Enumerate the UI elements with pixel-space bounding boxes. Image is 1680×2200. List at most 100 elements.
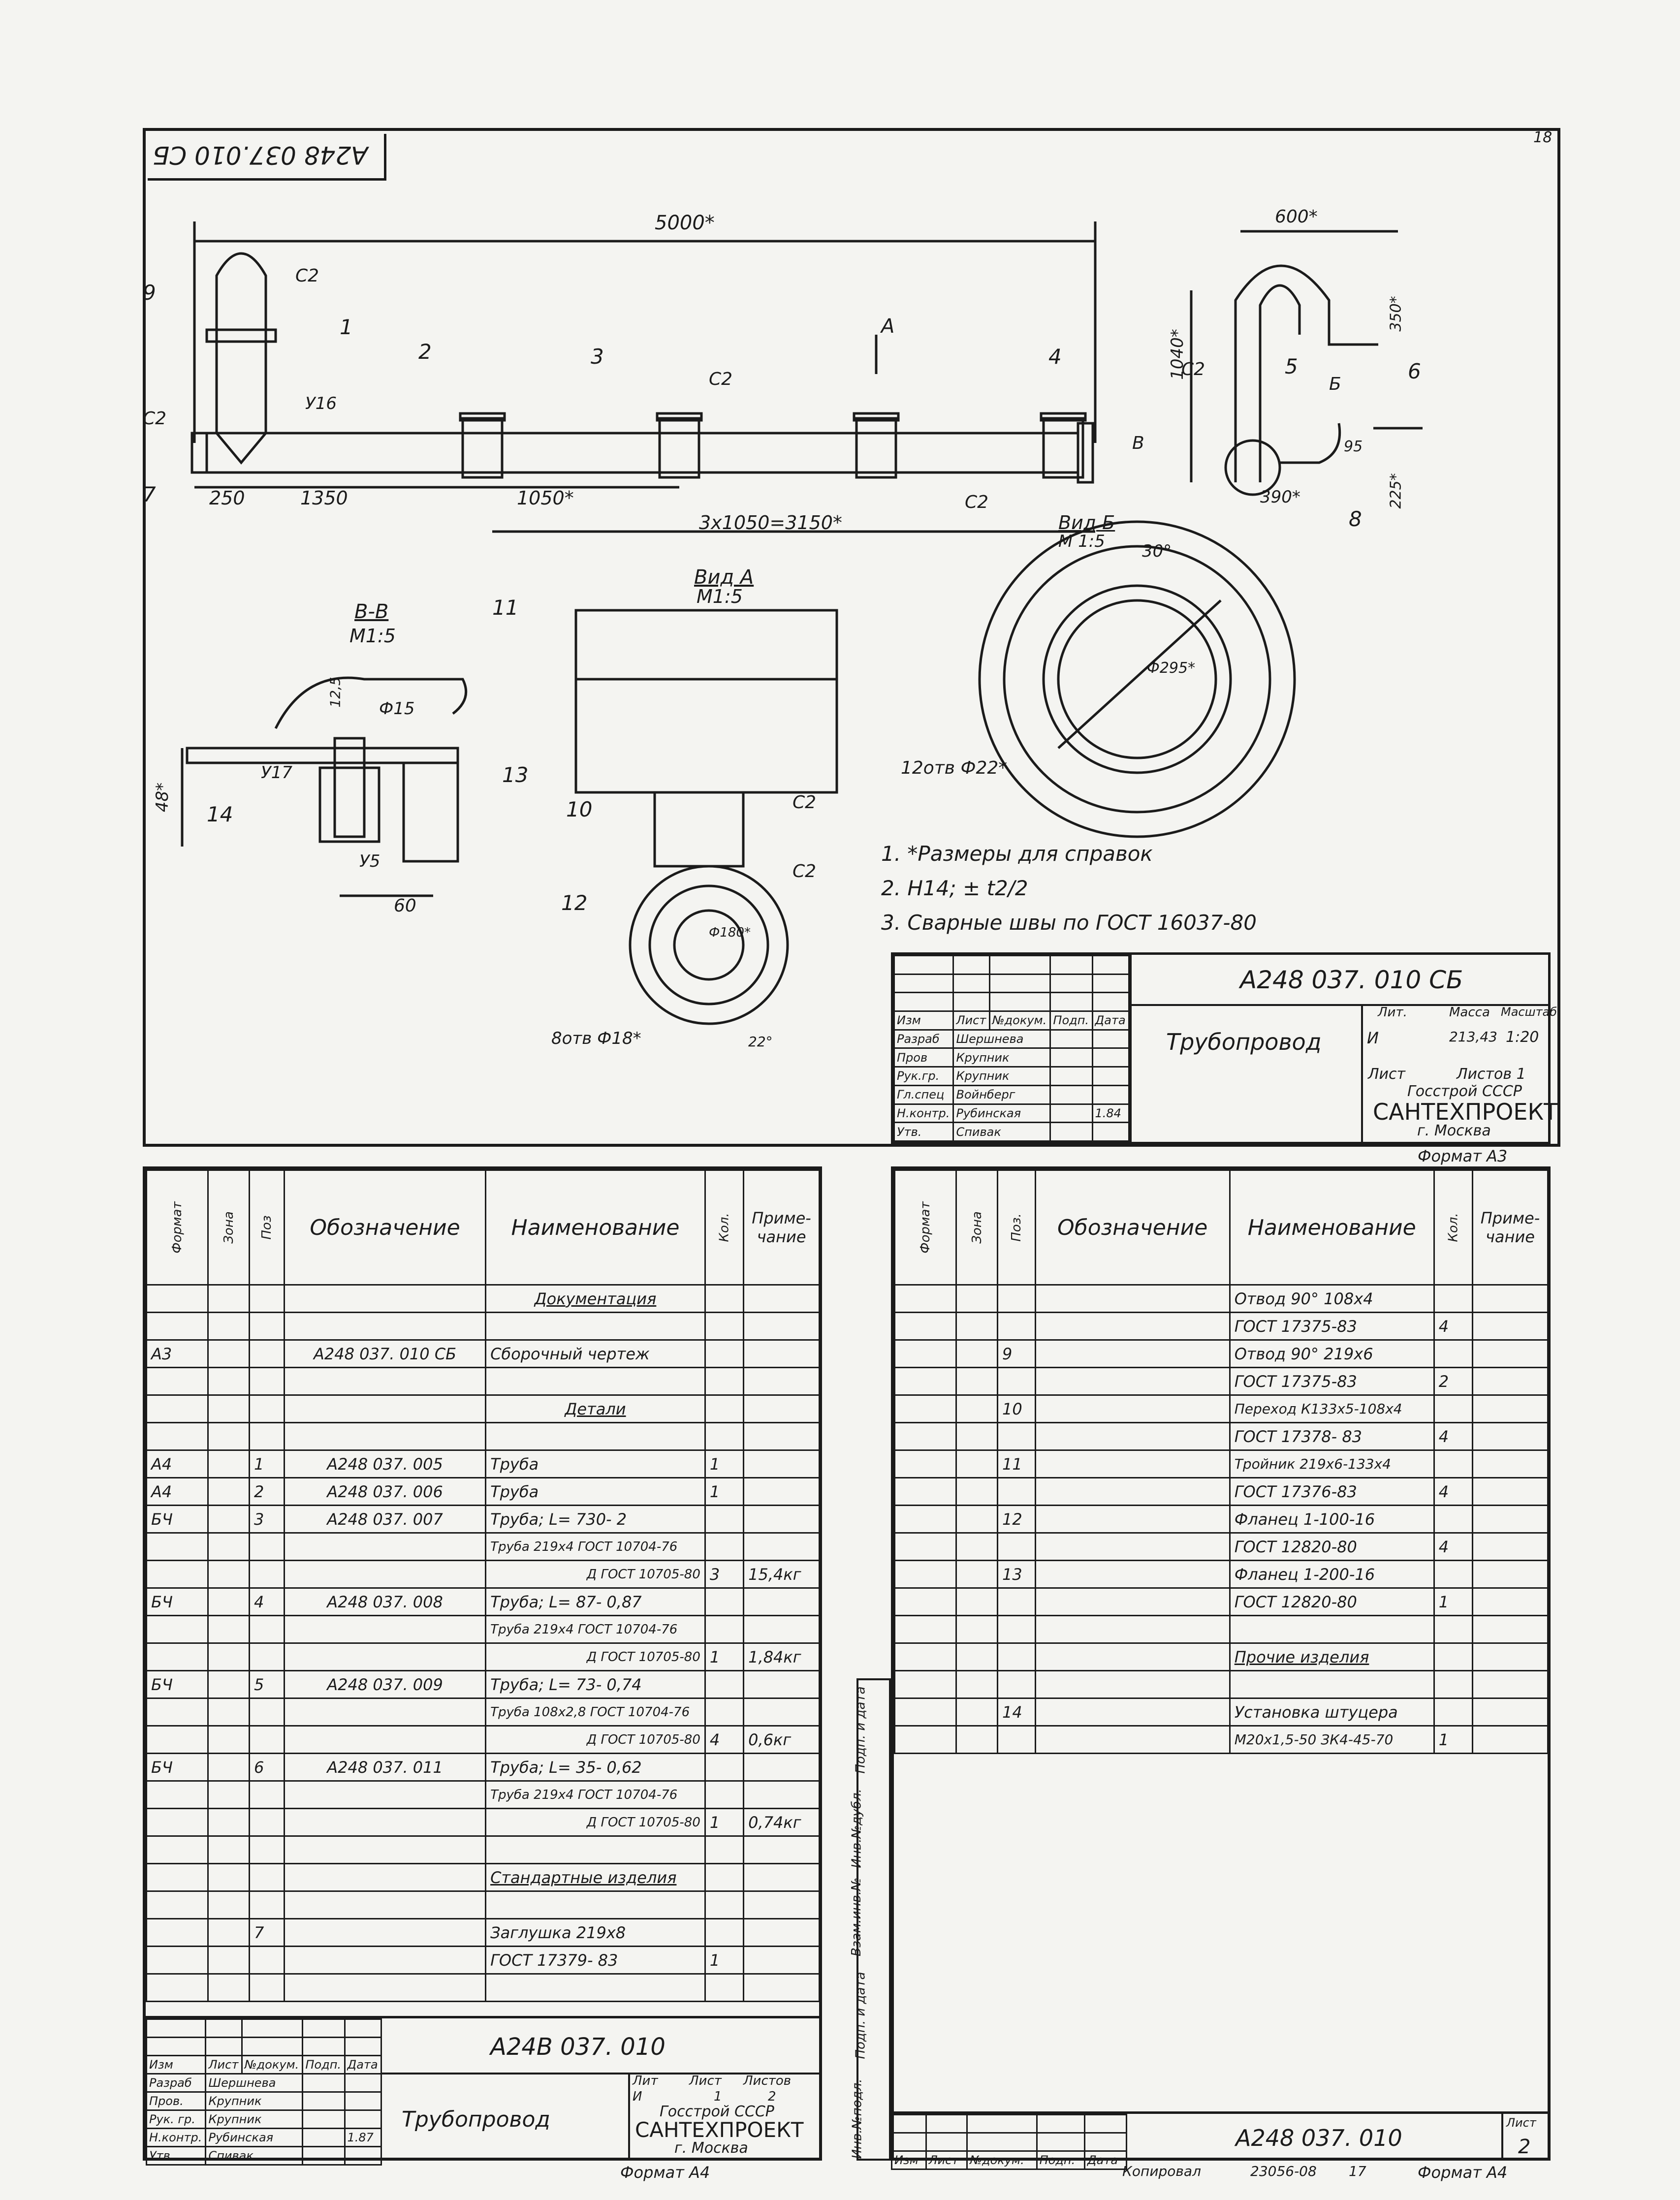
col-h: Изм — [893, 1010, 954, 1031]
scale-h: Масштаб — [1501, 1005, 1557, 1019]
dim-phi15: Ф15 — [379, 699, 415, 719]
role: Н.контр. — [893, 1103, 954, 1124]
section-vv-scale: М1:5 — [349, 625, 396, 647]
dim-60: 60 — [394, 896, 416, 916]
view-a-dim: 22° — [748, 1034, 773, 1050]
tb-top-name-cell: Трубопровод — [1130, 1004, 1363, 1142]
hdr-zone: Зона — [221, 1211, 236, 1244]
tb-left-right: Лит Лист Листов И 1 2 Госстрой СССР САНТ… — [628, 2073, 822, 2159]
table-row — [894, 1670, 1549, 1699]
pos-5: 5 — [1285, 354, 1298, 378]
pos-10: 10 — [566, 797, 593, 821]
table-row — [146, 1890, 820, 1919]
order-no: 23056-08 — [1250, 2163, 1317, 2179]
view-b-dia: Ф295* — [1147, 660, 1196, 677]
arrow-v-label: В — [1132, 433, 1144, 453]
table-row — [146, 1835, 820, 1864]
sheets: Листов 1 — [1457, 1066, 1526, 1083]
pos-12: 12 — [561, 891, 588, 915]
dim-95: 95 — [1344, 438, 1363, 455]
format-a4-right: Формат А4 — [1418, 2163, 1508, 2182]
tb-top-code: А248 037. 010 СБ — [1240, 966, 1463, 994]
weld-c2-label: C2 — [143, 409, 167, 429]
weld-c2-label: C2 — [709, 369, 733, 389]
dim-225: 225* — [1387, 473, 1405, 509]
role: Разраб — [893, 1029, 954, 1049]
dim-1350: 1350 — [300, 487, 348, 509]
table-row: Труба 219х4 ГОСТ 10704-76 — [146, 1780, 820, 1809]
spec-left-frame: Формат Зона Поз Обозначение Наименование… — [143, 1166, 822, 2166]
side-label: Инв.№подл. — [850, 2078, 865, 2159]
pos-13: 13 — [502, 763, 529, 787]
table-row: Документация — [146, 1284, 820, 1313]
dim-48: 48* — [153, 782, 173, 813]
side-label: Подп. и дата — [853, 1972, 868, 2059]
view-a-holes: 8отв Ф18* — [551, 1029, 641, 1048]
view-a-title: Вид А — [694, 566, 754, 589]
hdr-note: Приме-чание — [743, 1169, 820, 1286]
pos-9: 9 — [143, 281, 156, 305]
col-h: Дата — [1091, 1010, 1130, 1031]
view-b-holes: 12отв Ф22* — [901, 758, 1008, 778]
tb-top-right: Лит. Масса Масштаб И 213,43 1:20 Лист Ли… — [1361, 1004, 1557, 1142]
table-row: Стандартные изделия — [146, 1863, 820, 1892]
dim-390: 390* — [1260, 487, 1300, 507]
person: Рубинская — [952, 1103, 1051, 1124]
pos-4: 4 — [1048, 345, 1062, 369]
weld-c2-label: C2 — [295, 266, 319, 286]
spec-right-frame: Формат Зона Поз. Обозначение Наименовани… — [891, 1166, 1551, 2161]
role: Рук.гр. — [893, 1066, 954, 1086]
pos-1: 1 — [340, 315, 353, 339]
table-row — [146, 1422, 820, 1451]
drawing-frame — [143, 128, 1560, 1147]
person: Крупник — [952, 1066, 1051, 1086]
dim-overall: 5000* — [655, 212, 715, 234]
weld-c2-label: C2 — [965, 492, 989, 512]
tb-top-name: Трубопровод — [1166, 1029, 1322, 1055]
role: Пров — [893, 1047, 954, 1068]
dim-1050: 1050* — [517, 487, 574, 509]
note-1: 1. *Размеры для справок — [881, 842, 1153, 866]
sheet-h: Лист — [1368, 1066, 1406, 1083]
table-row — [146, 1973, 820, 2002]
tb-left-name: Трубопровод — [402, 2107, 550, 2132]
date: 1.84 — [1091, 1103, 1130, 1124]
weld-u5-label: У5 — [359, 851, 380, 871]
view-b-scale: М 1:5 — [1058, 532, 1105, 551]
mass: 213,43 — [1449, 1029, 1497, 1045]
table-row: Отвод 90° 108х4 — [894, 1284, 1549, 1313]
lit: И — [1367, 1029, 1379, 1047]
note-3: 3. Сварные швы по ГОСТ 16037-80 — [881, 911, 1257, 935]
pos-2: 2 — [418, 340, 432, 364]
table-row: Труба 219х4 ГОСТ 10704-76 — [146, 1615, 820, 1644]
tb-top-code-cell: А248 037. 010 СБ — [1130, 955, 1550, 1006]
bottom-code: А248 037. 010 — [1236, 2125, 1402, 2151]
lit-h: Лит. — [1378, 1005, 1407, 1020]
role: Гл.спец — [893, 1084, 954, 1105]
pos-14: 14 — [207, 802, 233, 826]
pos-7: 7 — [143, 482, 156, 506]
role: Утв. — [893, 1122, 954, 1142]
weld-c2-label: C2 — [792, 861, 817, 881]
side-label: Инв.№дубл. — [849, 1789, 864, 1868]
pos-8: 8 — [1349, 507, 1362, 531]
spec-right-table: Формат Зона Поз. Обозначение Наименовани… — [894, 1169, 1549, 1754]
format-a3: Формат А3 — [1418, 1147, 1508, 1165]
